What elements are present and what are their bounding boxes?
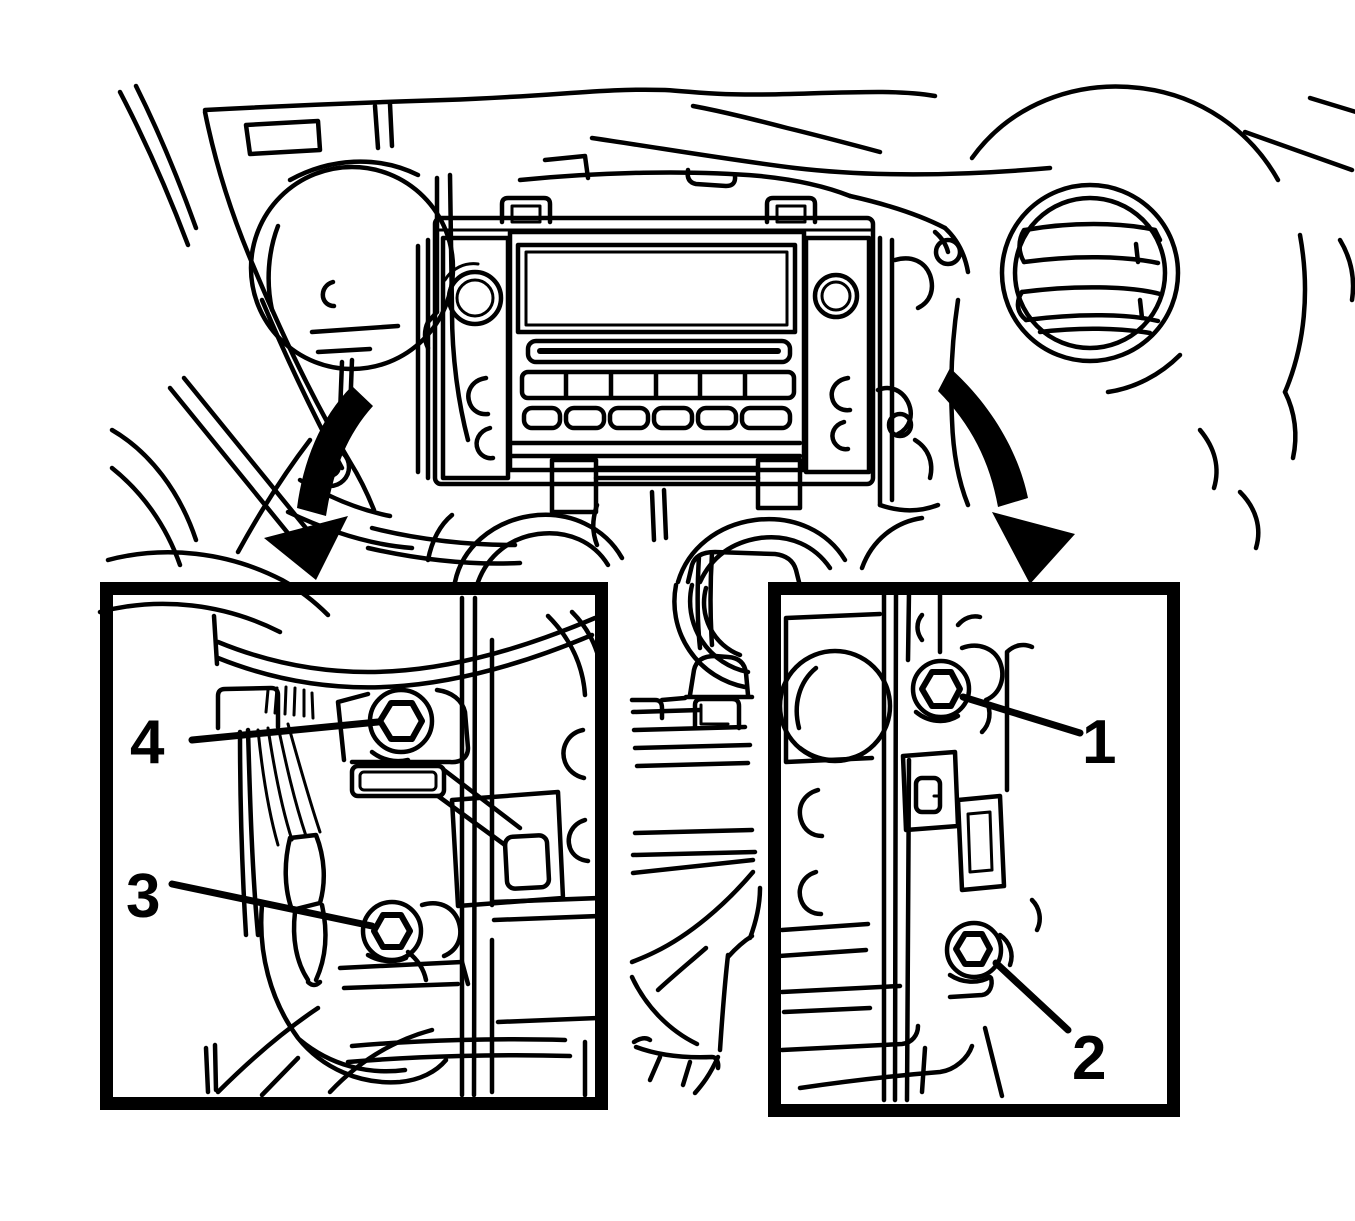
callout-3-label: 3: [126, 862, 161, 931]
bolt-2-icon: [944, 920, 1004, 1000]
left-detail-border: [100, 582, 608, 1110]
callout-4-label: 4: [130, 708, 165, 777]
leader-line-2: [992, 959, 1072, 1034]
radio-head-unit: [415, 195, 971, 515]
removal-arrow-right-icon: [938, 368, 1075, 584]
center-console: [365, 487, 925, 1096]
air-vent: [969, 84, 1355, 551]
radio-button-row-2: [521, 405, 793, 431]
cd-slot-icon: [525, 338, 793, 365]
radio-bottom-tab-left: [549, 457, 599, 515]
leader-line-4: [188, 718, 382, 744]
left-detail-art: [168, 595, 595, 1098]
volume-knob-icon: [446, 269, 504, 327]
bolt-1-icon: [910, 658, 972, 724]
right-detail-border: [768, 582, 1180, 1117]
right-lower-mount-hole-icon: [886, 411, 914, 439]
leader-line-1: [959, 693, 1084, 737]
removal-arrow-left-icon: [264, 386, 373, 580]
bolt-3-icon: [360, 899, 429, 983]
radio-display: [515, 242, 798, 335]
console-drapery: [629, 869, 763, 1096]
left-detail-box: [100, 582, 608, 1110]
cluster-opening: [248, 159, 456, 372]
radio-right-knob-panel: [803, 235, 872, 475]
bolt-4-icon: [367, 687, 435, 764]
right-mount-bracket: [875, 229, 971, 513]
tune-knob-icon: [812, 272, 860, 320]
radio-bottom-tab-right: [755, 457, 803, 511]
radio-top-tab-right: [764, 195, 818, 225]
radio-button-row-1: [519, 369, 797, 401]
radio-top-tab-left: [499, 195, 553, 225]
right-upper-mount-hole-icon: [933, 237, 963, 267]
leader-line-3: [168, 880, 376, 930]
wiring-harness: [215, 685, 328, 988]
right-detail-art: [781, 595, 1084, 1103]
callout-2-label: 2: [1072, 1024, 1107, 1093]
right-detail-box: [768, 582, 1180, 1117]
callout-1-label: 1: [1082, 708, 1117, 777]
